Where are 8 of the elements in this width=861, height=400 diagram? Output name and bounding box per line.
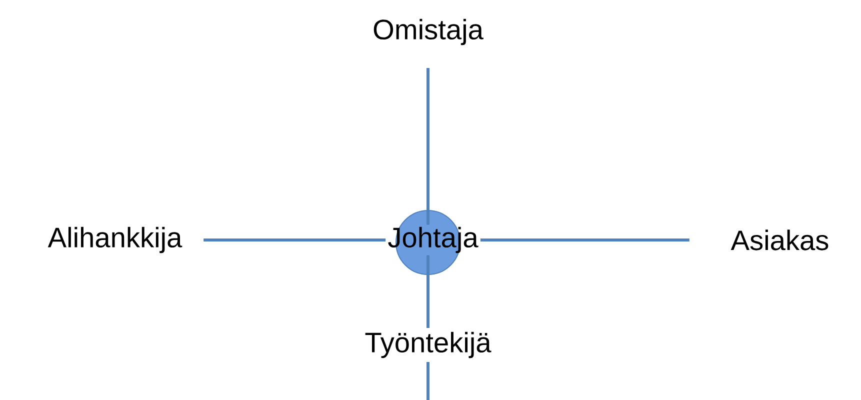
line bbox=[204, 238, 386, 242]
line bbox=[426, 255, 430, 328]
node-label: Työntekijä bbox=[361, 328, 495, 362]
node-label: Omistaja bbox=[374, 18, 484, 46]
line bbox=[426, 68, 430, 225]
node-label: Alihankkija bbox=[48, 226, 182, 254]
node-label: Asiakas bbox=[730, 230, 828, 250]
line bbox=[480, 238, 690, 242]
